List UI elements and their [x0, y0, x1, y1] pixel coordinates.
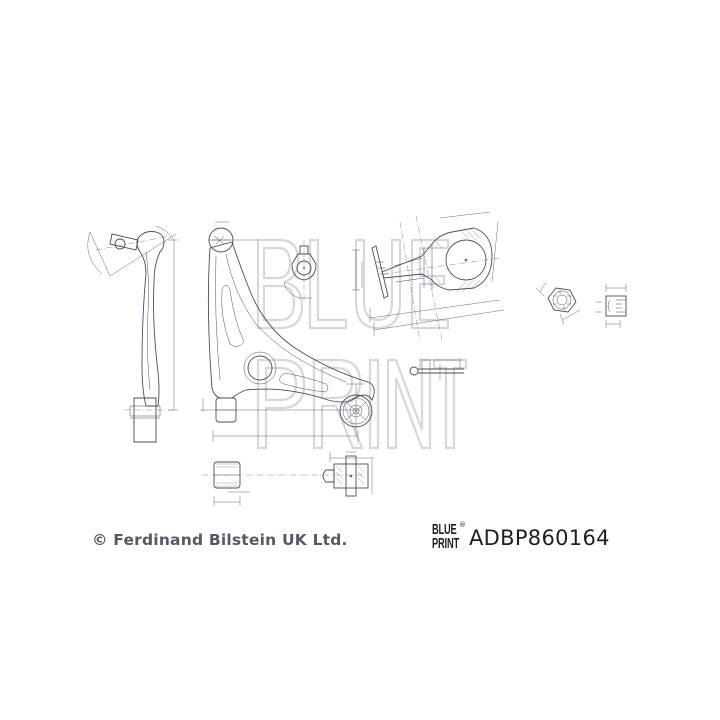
logo-line-blue: BLUE	[432, 521, 457, 538]
ball-joint-view	[283, 240, 317, 300]
castle-nut-side-view	[596, 284, 627, 328]
registered-mark: ®	[459, 521, 466, 529]
ball-joint-section-view	[352, 211, 505, 343]
castle-nut-top-view	[535, 281, 581, 325]
part-number: ADBP860164	[469, 526, 610, 550]
logo-line-print: PRINT	[432, 535, 459, 552]
copyright-notice: © Ferdinand Bilstein UK Ltd.	[92, 531, 348, 549]
blue-print-logo: BLUE PRINT ®	[432, 521, 466, 555]
front-bushing-section	[202, 461, 362, 506]
rear-bushing-section	[322, 451, 374, 497]
cotter-pin-view	[409, 358, 464, 380]
control-arm-side-view	[87, 225, 178, 443]
watermark	[256, 238, 468, 450]
control-arm-top-view	[200, 221, 375, 442]
